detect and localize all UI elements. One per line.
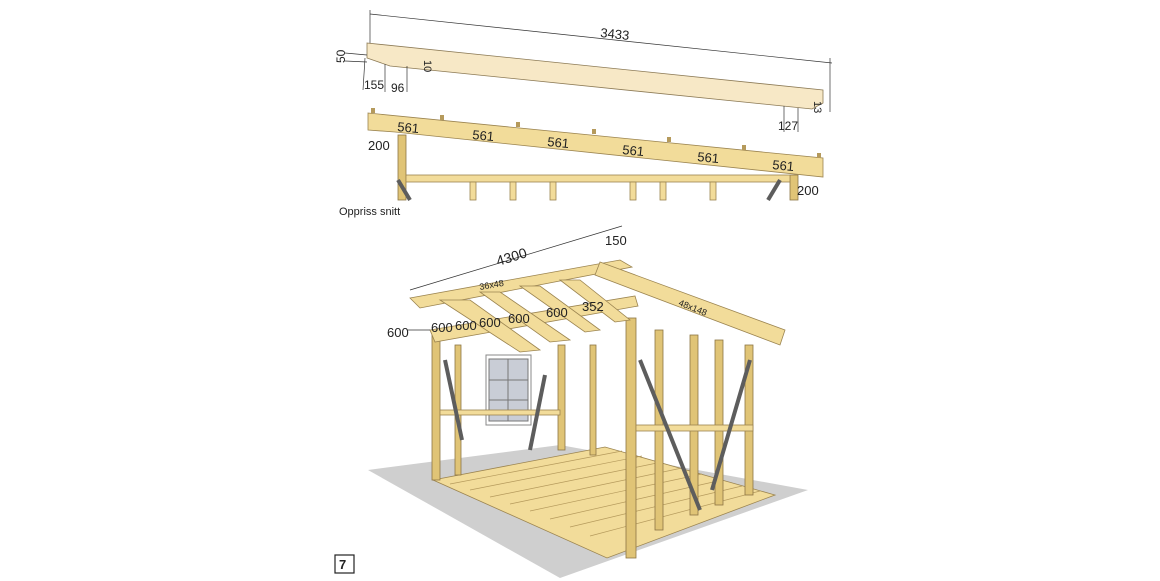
left-height-label: 200 — [368, 138, 390, 153]
board-length-label: 3433 — [600, 25, 630, 43]
spacing-label: 561 — [697, 149, 720, 166]
spacing-label: 561 — [622, 142, 645, 159]
step-number-badge: 7 — [334, 554, 355, 574]
notch-width-label: 96 — [391, 81, 405, 95]
isometric-frame-view: 4300 150 36x48 48x148 600 600 600 600 60… — [368, 225, 808, 578]
right-height-label: 13 — [811, 101, 823, 113]
side-overhang-label: 600 — [387, 325, 409, 340]
step-number: 7 — [339, 557, 346, 572]
spacing-label: 561 — [472, 127, 495, 144]
section-elevation: 561 561 561 561 561 561 200 200 Oppriss … — [339, 108, 824, 218]
spacing-label: 352 — [582, 299, 604, 314]
section-caption: Oppriss snitt — [339, 206, 400, 218]
left-height-label: 50 — [334, 49, 348, 63]
batten-size-label: 36x48 — [479, 278, 505, 292]
overhang-label: 150 — [605, 233, 627, 248]
spacing-label: 600 — [479, 315, 501, 330]
left-offset-label: 155 — [364, 78, 384, 92]
notch-depth-label: 10 — [421, 60, 433, 72]
rafter-board-detail: 3433 50 10 155 96 13 127 — [334, 10, 833, 133]
spacing-label: 561 — [397, 119, 420, 136]
length-label: 4300 — [494, 244, 529, 268]
spacing-label: 600 — [546, 305, 568, 320]
right-offset-label: 127 — [778, 119, 798, 133]
spacing-label: 561 — [547, 134, 570, 151]
spacing-label: 600 — [431, 320, 453, 335]
spacing-label: 561 — [772, 157, 795, 174]
right-height-label: 200 — [797, 183, 819, 198]
spacing-label: 600 — [455, 318, 477, 333]
spacing-label: 600 — [508, 311, 530, 326]
